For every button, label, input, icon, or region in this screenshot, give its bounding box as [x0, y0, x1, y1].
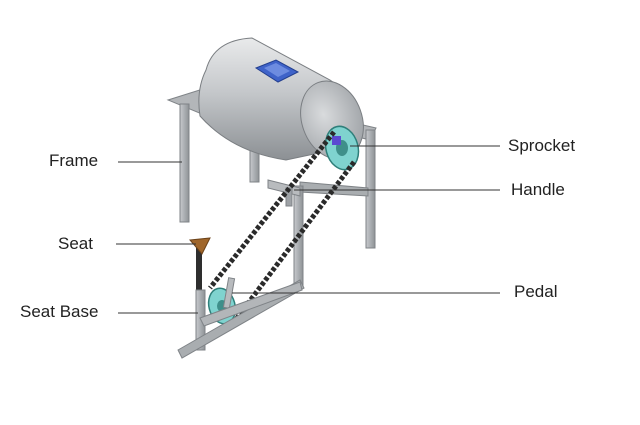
label-pedal: Pedal	[514, 282, 558, 301]
label-seat-base: Seat Base	[20, 302, 99, 321]
seat-base	[177, 279, 305, 359]
chain	[208, 130, 356, 324]
seat-post	[196, 248, 202, 294]
label-handle: Handle	[511, 180, 565, 199]
label-seat: Seat	[58, 234, 93, 253]
pedal-crank	[222, 277, 236, 309]
leader-lines	[116, 145, 500, 314]
handle	[267, 179, 301, 207]
control-panel-screen	[264, 63, 290, 77]
frame-leg-back-left	[179, 103, 190, 223]
label-sprocket: Sprocket	[508, 136, 576, 155]
seat	[188, 237, 211, 255]
seat-assembly	[188, 237, 211, 294]
label-frame: Frame	[49, 151, 99, 170]
